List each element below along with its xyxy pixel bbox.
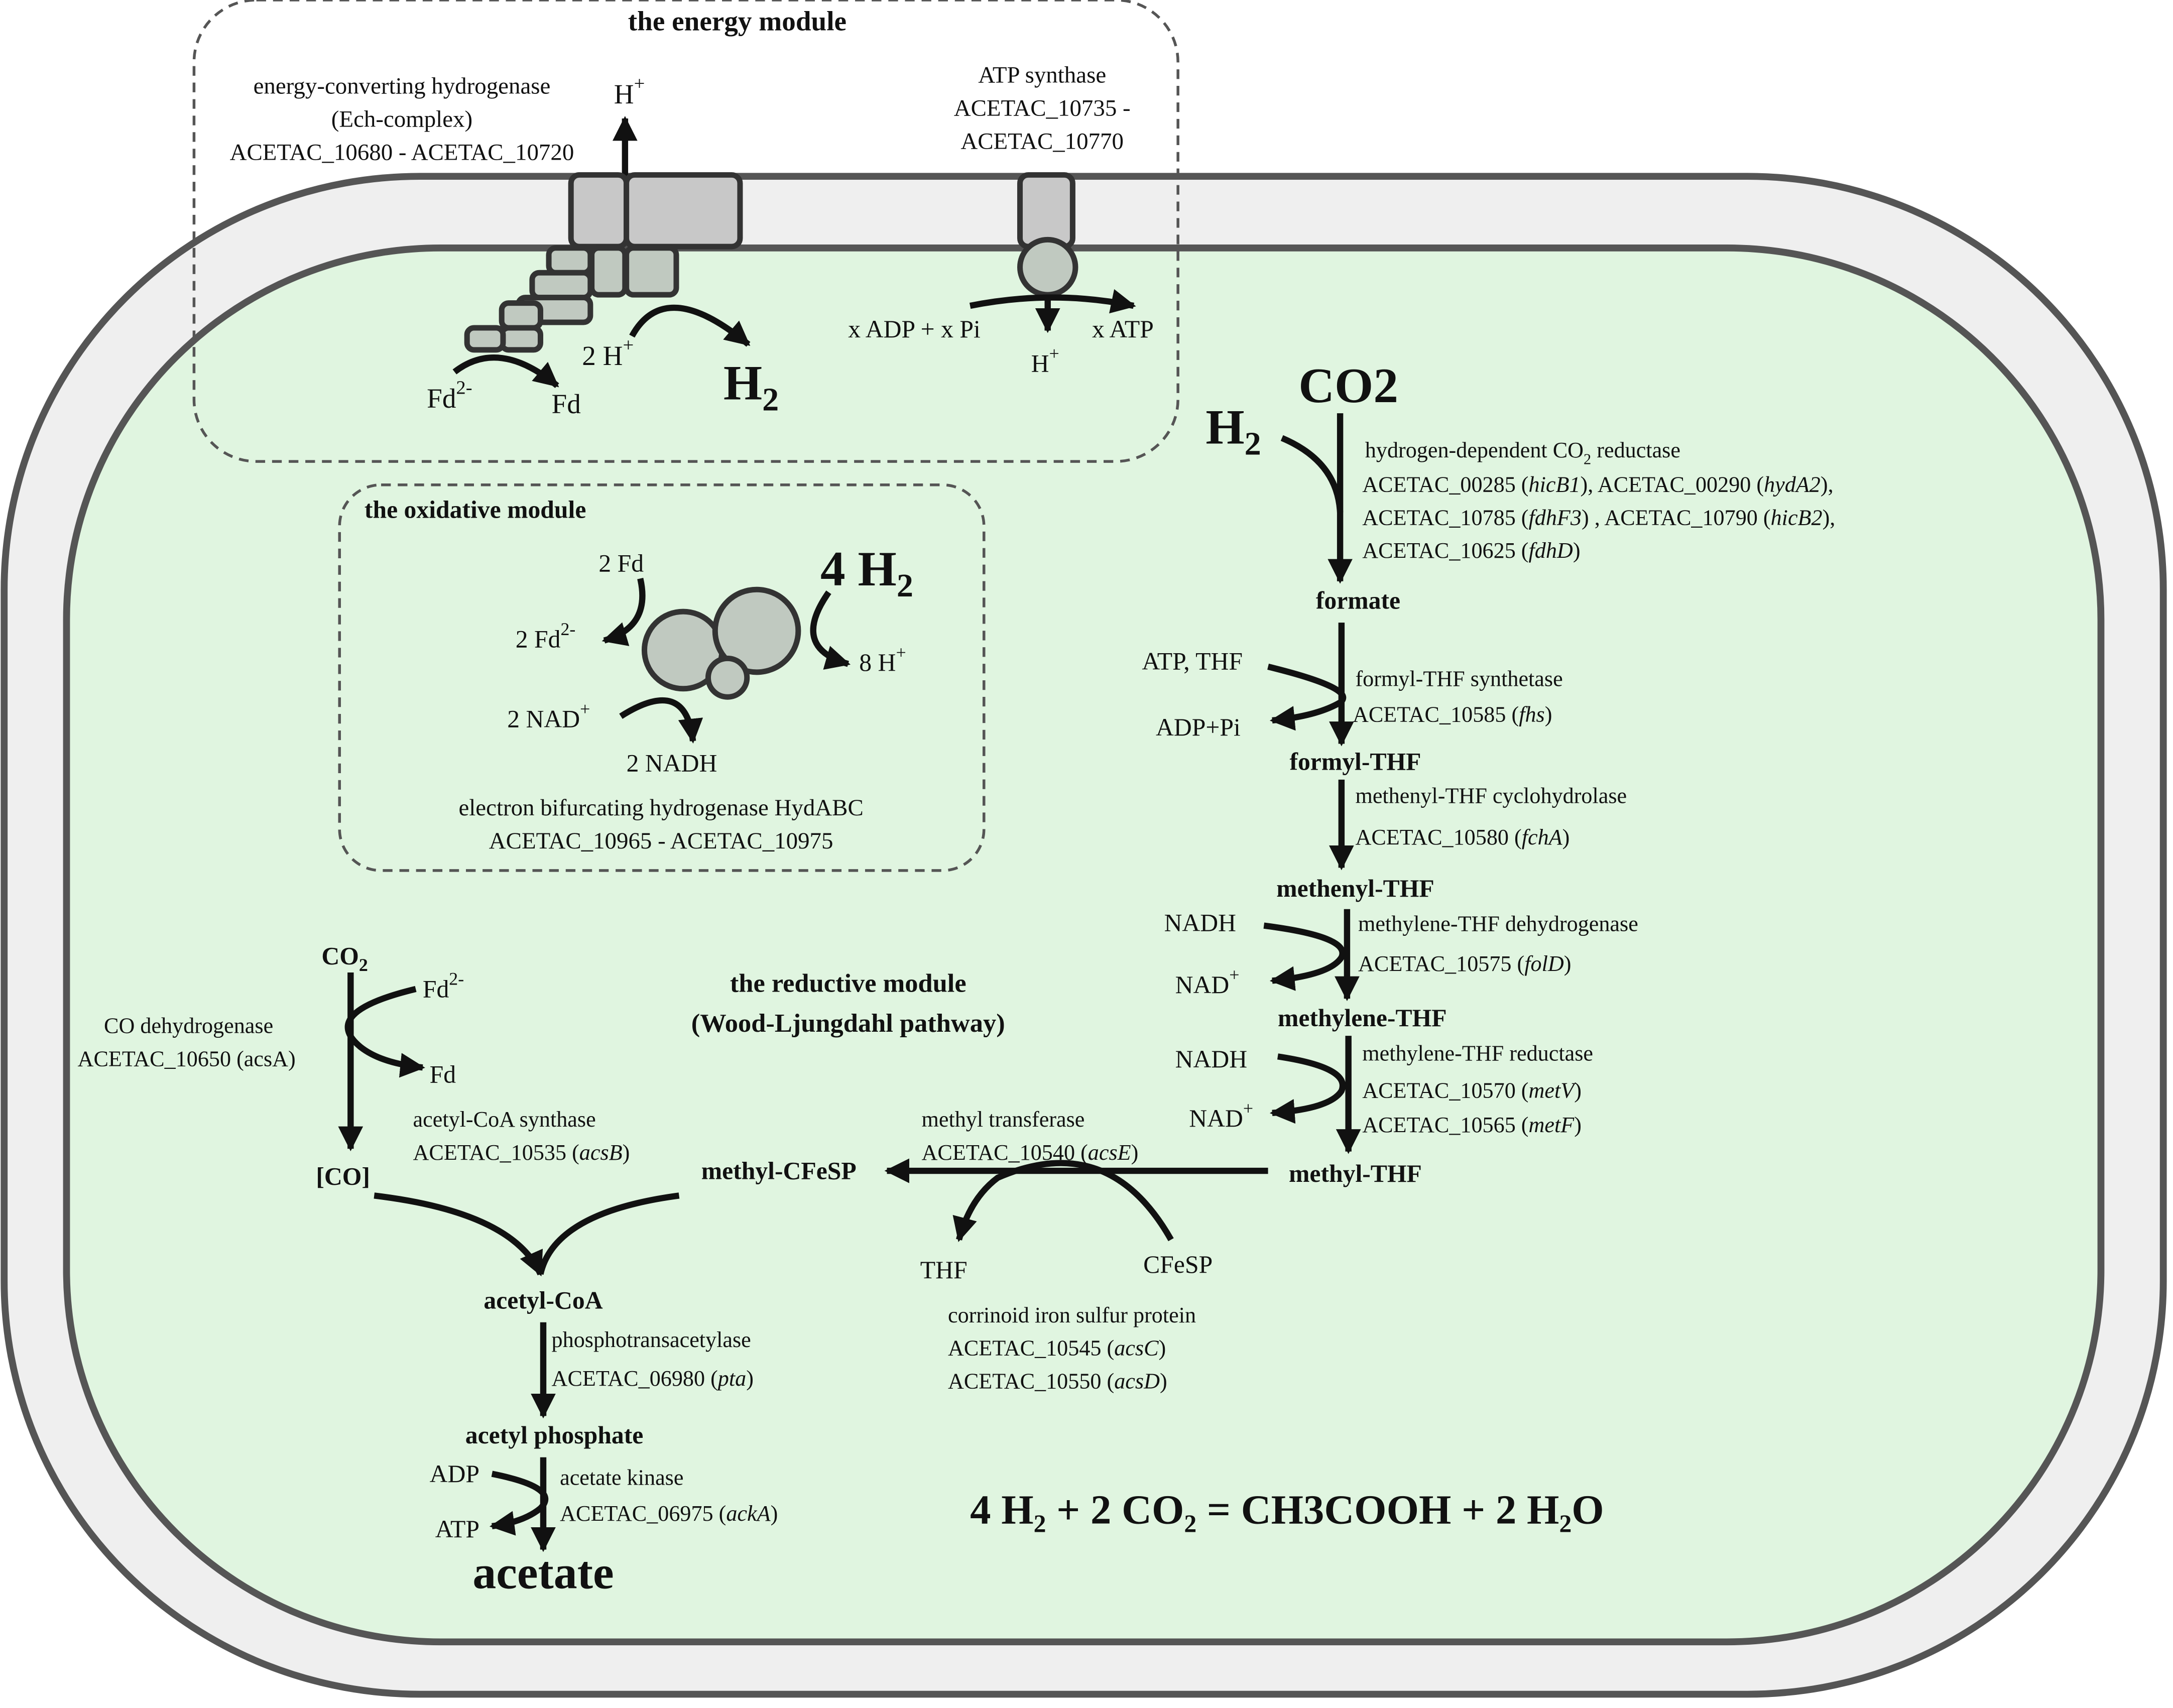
cell-cytoplasm bbox=[63, 244, 2105, 1646]
fch-gene: ACETAC_10580 (fchA) bbox=[1355, 825, 1570, 849]
fhs-name: formyl-THF synthetase bbox=[1355, 666, 1562, 691]
codh-fd2: Fd2- bbox=[423, 969, 464, 1003]
acka-cofactor-arrow bbox=[489, 1471, 549, 1536]
acka-gene: ACETAC_06975 (ackA) bbox=[560, 1501, 778, 1526]
x-atp: x ATP bbox=[1092, 315, 1154, 343]
codh-gene: ACETAC_10650 (acsA) bbox=[78, 1047, 296, 1071]
atp-synthase bbox=[1017, 172, 1078, 298]
ox-2nad: 2 NAD+ bbox=[507, 699, 590, 733]
co2-reductase-name: hydrogen-dependent CO2 reductase bbox=[1365, 438, 1680, 468]
methenyl-thf: methenyl-THF bbox=[1276, 875, 1434, 902]
ech-2h: 2 H+ bbox=[582, 335, 634, 371]
reductive-module-title-2: (Wood-Ljungdahl pathway) bbox=[691, 1009, 1005, 1038]
ox-nad-arrow bbox=[619, 697, 703, 744]
fold-gene: ACETAC_10575 (folD) bbox=[1358, 951, 1571, 976]
methyl-cfesp: methyl-CFeSP bbox=[701, 1157, 857, 1185]
hydabc-label-1: electron bifurcating hydrogenase HydABC bbox=[458, 795, 863, 821]
methylcfesp-to-acetylcoa-arrow bbox=[537, 1192, 680, 1275]
carbonyl-co2: CO2 bbox=[321, 942, 368, 975]
corrinoid-gene-2: ACETAC_10550 (acsD) bbox=[948, 1369, 1167, 1394]
hydabc-label-2: ACETAC_10965 - ACETAC_10975 bbox=[489, 828, 833, 854]
atp-synthase-h-in: H+ bbox=[1031, 343, 1059, 378]
co2-reductase-gene-line: ACETAC_00285 (hicB1), ACETAC_00290 (hydA… bbox=[1362, 472, 1833, 497]
ack-adp: ADP bbox=[430, 1460, 479, 1488]
ox-2fd: 2 Fd bbox=[598, 550, 644, 577]
methyl-co2: CO2 bbox=[1298, 358, 1398, 413]
ox-4h2: 4 H2 bbox=[820, 542, 913, 604]
formyl-thf: formyl-THF bbox=[1289, 748, 1421, 776]
nadh-2: NADH bbox=[1175, 1045, 1247, 1073]
energy-module-title: the energy module bbox=[628, 6, 847, 37]
ech-label-3: ACETAC_10680 - ACETAC_10720 bbox=[230, 139, 574, 165]
acse-gene: ACETAC_10540 (acsE) bbox=[922, 1140, 1139, 1165]
ech-complex bbox=[464, 172, 743, 353]
methyl-thf: methyl-THF bbox=[1289, 1160, 1422, 1187]
ech-fd-arrow bbox=[452, 354, 559, 388]
ech-h2-arrow bbox=[629, 304, 751, 347]
overall-equation: 4 H2 + 2 CO2 = CH3COOH + 2 H2O bbox=[970, 1487, 1604, 1537]
acse-name: methyl transferase bbox=[922, 1107, 1085, 1132]
fold-cofactor-arrow bbox=[1263, 922, 1346, 991]
x-adp-pi: x ADP + x Pi bbox=[848, 315, 981, 343]
met-name: methylene-THF reductase bbox=[1362, 1041, 1593, 1066]
atp-synthase-label-3: ACETAC_10770 bbox=[960, 128, 1124, 154]
codh-fd: Fd bbox=[430, 1061, 456, 1088]
ox-8h: 8 H+ bbox=[859, 643, 906, 677]
met-cofactor-arrow bbox=[1269, 1053, 1346, 1124]
co2-reductase-genes: ACETAC_00285 (hicB1), ACETAC_00290 (hydA… bbox=[1362, 472, 1835, 563]
ox-2nadh: 2 NADH bbox=[627, 750, 717, 777]
acetyl-phosphate: acetyl phosphate bbox=[465, 1421, 644, 1449]
h-plus-out: H+ bbox=[614, 73, 645, 109]
ox-2fd2: 2 Fd2- bbox=[516, 619, 576, 653]
adp-pi: ADP+Pi bbox=[1156, 713, 1241, 741]
nad-1: NAD+ bbox=[1175, 965, 1240, 999]
reductive-module-title-1: the reductive module bbox=[730, 968, 967, 998]
ech-fd2: Fd2- bbox=[427, 378, 472, 414]
formate: formate bbox=[1316, 587, 1400, 615]
pta-name: phosphotransacetylase bbox=[552, 1327, 751, 1352]
met-gene-1: ACETAC_10570 (metV) bbox=[1362, 1078, 1582, 1103]
co-to-acetylcoa-arrow bbox=[374, 1192, 544, 1277]
atp-synthase-label-1: ATP synthase bbox=[978, 62, 1106, 88]
codh-name: CO dehydrogenase bbox=[104, 1014, 273, 1038]
ech-h2-product: H2 bbox=[723, 356, 779, 418]
acetate: acetate bbox=[472, 1547, 614, 1599]
ech-fd: Fd bbox=[552, 389, 581, 419]
acs-name: acetyl-CoA synthase bbox=[413, 1107, 596, 1132]
corrinoid-gene-1: ACETAC_10545 (acsC) bbox=[948, 1336, 1166, 1361]
methyl-h2: H2 bbox=[1205, 400, 1261, 462]
h2-into-co2-reduction bbox=[1280, 435, 1344, 513]
fch-name: methenyl-THF cyclohydrolase bbox=[1355, 784, 1627, 808]
fhs-gene: ACETAC_10585 (fhs) bbox=[1353, 702, 1552, 727]
pta-gene: ACETAC_06980 (pta) bbox=[552, 1366, 754, 1391]
co2-reductase-gene-line: ACETAC_10625 (fdhD) bbox=[1362, 538, 1580, 563]
carbonyl-co: [CO] bbox=[316, 1163, 370, 1190]
corrinoid-name: corrinoid iron sulfur protein bbox=[948, 1303, 1196, 1327]
cfesp-thf-arrow bbox=[952, 1160, 1174, 1242]
acs-gene: ACETAC_10535 (acsB) bbox=[413, 1140, 630, 1165]
hydabc-complex bbox=[641, 586, 801, 700]
ox-fd-arrow bbox=[601, 577, 646, 646]
acetyl-coa: acetyl-CoA bbox=[484, 1287, 602, 1314]
acka-name: acetate kinase bbox=[560, 1466, 683, 1490]
nad-2: NAD+ bbox=[1189, 1099, 1253, 1133]
atp-thf: ATP, THF bbox=[1142, 647, 1243, 675]
ox-h2-arrow bbox=[810, 590, 851, 670]
ech-label-1: energy-converting hydrogenase bbox=[254, 73, 551, 99]
atp-synthase-label-2: ACETAC_10735 - bbox=[954, 95, 1131, 121]
thf: THF bbox=[920, 1256, 968, 1284]
oxidative-module-title: the oxidative module bbox=[365, 496, 586, 524]
fold-name: methylene-THF dehydrogenase bbox=[1358, 912, 1638, 936]
cfesp: CFeSP bbox=[1143, 1251, 1213, 1278]
co2-reductase-gene-line: ACETAC_10785 (fdhF3) , ACETAC_10790 (hic… bbox=[1362, 505, 1835, 530]
nadh-1: NADH bbox=[1164, 909, 1236, 937]
ech-label-2: (Ech-complex) bbox=[331, 106, 472, 133]
methylene-thf: methylene-THF bbox=[1278, 1004, 1447, 1032]
codh-fd-arrow bbox=[344, 986, 425, 1078]
atp-synthesis-arrow bbox=[969, 289, 1136, 314]
fhs-cofactor-arrow bbox=[1267, 663, 1347, 731]
met-gene-2: ACETAC_10565 (metF) bbox=[1362, 1113, 1582, 1137]
ack-atp: ATP bbox=[435, 1515, 479, 1543]
